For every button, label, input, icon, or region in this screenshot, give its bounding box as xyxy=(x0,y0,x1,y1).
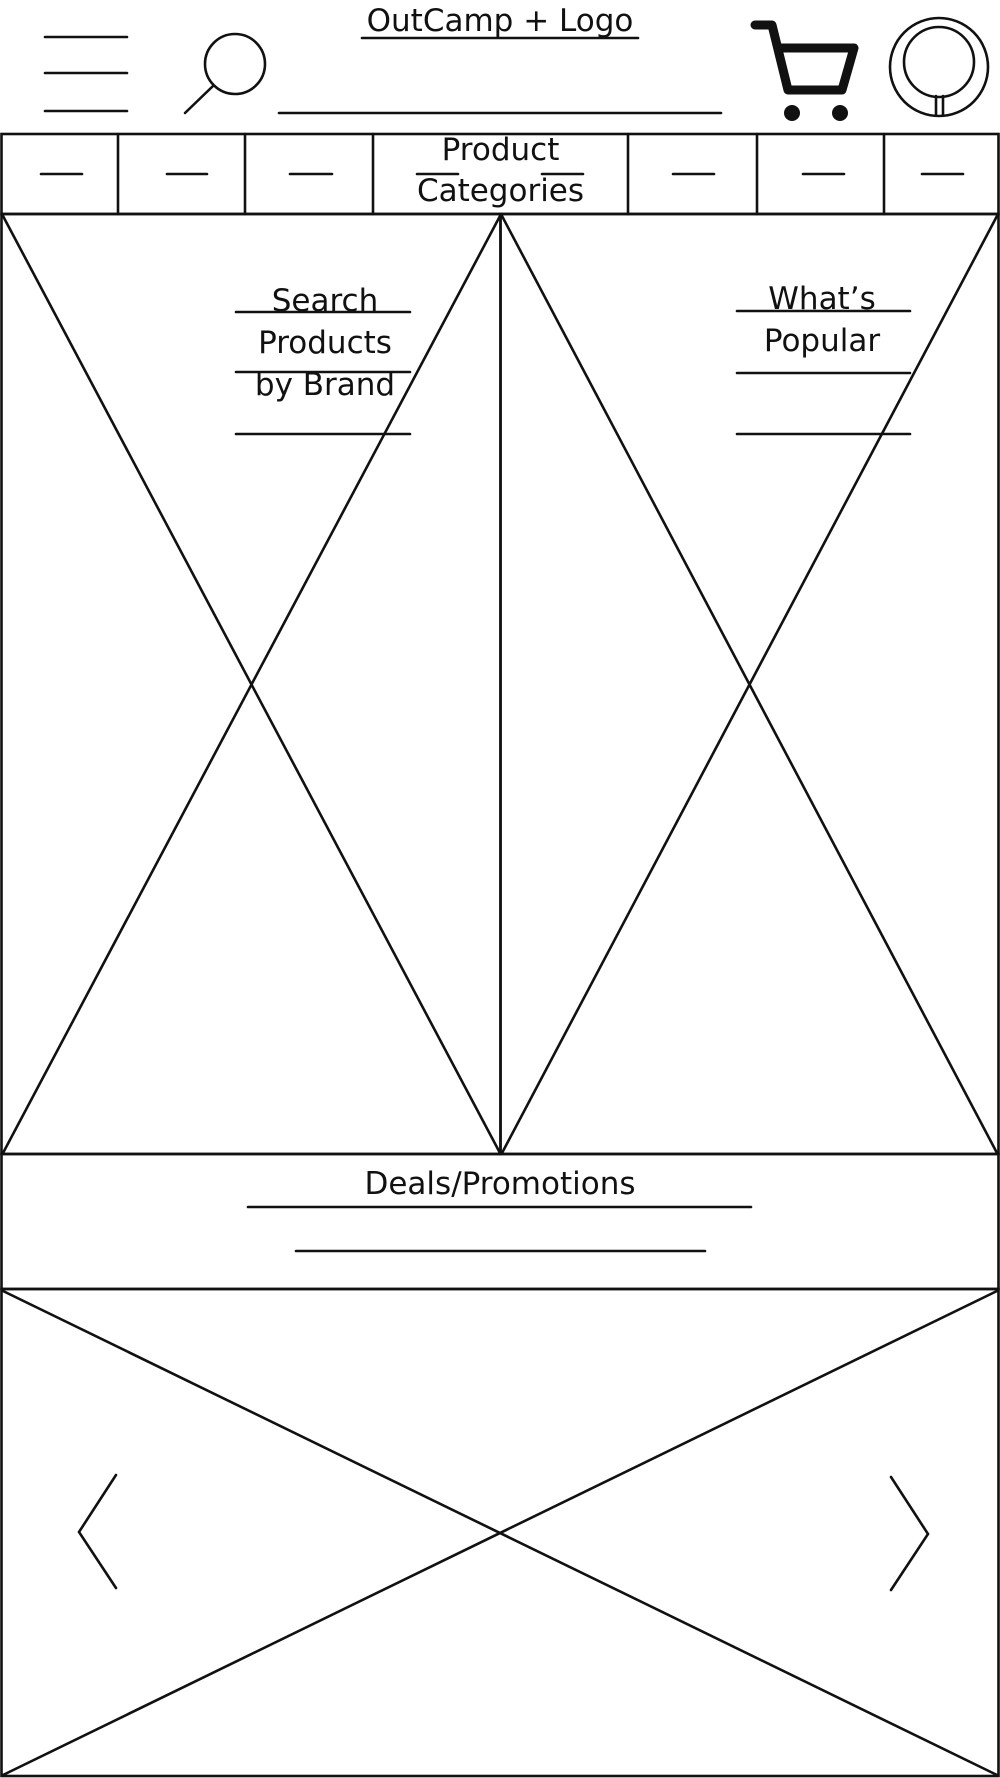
whats-popular-tile-label[interactable]: What’s Popular xyxy=(722,278,922,362)
carousel-placeholder xyxy=(0,1287,1000,1778)
tile-right-line2: Popular xyxy=(763,323,881,359)
search-by-brand-tile-label[interactable]: Search Products by Brand xyxy=(225,280,425,406)
tile-left-line3: by Brand xyxy=(254,367,396,403)
tile-left-line1: Search xyxy=(271,283,379,319)
deals-promotions-label[interactable]: Deals/Promotions xyxy=(364,1166,636,1202)
search-button[interactable] xyxy=(180,30,270,118)
category-item-6[interactable] xyxy=(757,135,884,213)
tile-left-line2: Products xyxy=(258,325,392,361)
account-button[interactable] xyxy=(888,16,990,118)
category-item-product-categories[interactable]: Product Categories xyxy=(373,130,628,212)
carousel-prev-button[interactable] xyxy=(65,1465,130,1600)
hamburger-menu-icon xyxy=(43,35,129,113)
category-item-2[interactable] xyxy=(118,135,245,213)
category-item-5[interactable] xyxy=(628,135,757,213)
category-item-3[interactable] xyxy=(245,135,373,213)
menu-button[interactable] xyxy=(40,28,132,118)
search-icon xyxy=(183,32,267,115)
category-label-line1: Product xyxy=(441,132,560,168)
category-item-1[interactable] xyxy=(2,135,118,213)
chevron-left-icon xyxy=(77,1473,118,1590)
category-item-7[interactable] xyxy=(884,135,998,213)
brand-logo-label[interactable]: OutCamp + Logo xyxy=(366,3,634,39)
chevron-right-icon xyxy=(889,1475,930,1592)
category-label-line2: Categories xyxy=(416,173,585,209)
user-avatar-icon xyxy=(888,16,990,118)
carousel-next-button[interactable] xyxy=(875,1465,940,1600)
search-input[interactable] xyxy=(280,70,724,112)
tile-right-line1: What’s xyxy=(768,281,876,317)
cart-icon[interactable] xyxy=(750,20,860,125)
